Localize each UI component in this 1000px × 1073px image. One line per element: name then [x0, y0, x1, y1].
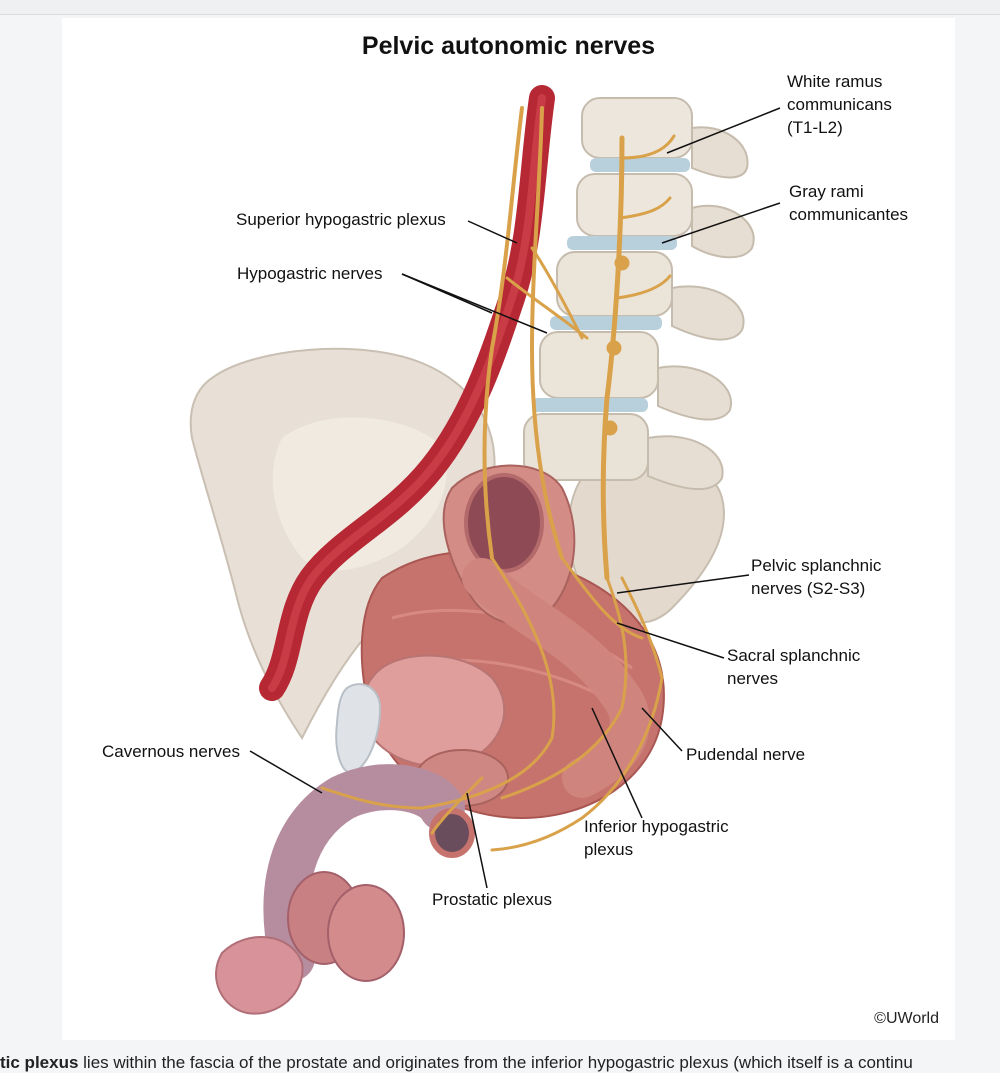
label-superior-hypogastric-plexus: Superior hypogastric plexus: [236, 210, 446, 229]
label-white-ramus: White ramus communicans (T1-L2): [787, 72, 892, 137]
figure-card: Pelvic autonomic nerves White ramus comm…: [62, 18, 955, 1040]
caption-text: tic plexus lies within the fascia of the…: [0, 1053, 1000, 1073]
pubic-bone: [335, 683, 382, 775]
bladder: [361, 654, 506, 768]
label-sacral-splanchnic-nerves: Sacral splanchnic nerves: [727, 646, 861, 688]
penis-shaft: [263, 764, 465, 981]
label-prostatic-plexus: Prostatic plexus: [432, 890, 552, 909]
label-inferior-hypogastric-plexus: Inferior hypogastric plexus: [584, 817, 729, 859]
figure-title: Pelvic autonomic nerves: [361, 32, 656, 60]
testis-right: [327, 884, 405, 982]
label-pudendal-nerve: Pudendal nerve: [686, 745, 806, 764]
label-cavernous-nerves: Cavernous nerves: [102, 742, 240, 761]
label-pelvic-splanchnic-nerves: Pelvic splanchnic nerves (S2-S3): [751, 556, 882, 598]
anatomy-illustration: [189, 85, 781, 1015]
caption-body: lies within the fascia of the prostate a…: [78, 1053, 913, 1072]
label-gray-rami: Gray rami communicantes: [789, 182, 909, 224]
glans: [215, 936, 304, 1015]
nerve-network: [320, 106, 676, 852]
label-hypogastric-nerves: Hypogastric nerves: [237, 264, 383, 283]
ilium-inner: [272, 417, 447, 571]
copyright-notice: ©UWorld: [874, 1010, 939, 1027]
caption-bold-term: tic plexus: [0, 1053, 79, 1072]
browser-top-strip: [0, 0, 1000, 15]
leader-lines: [249, 107, 781, 889]
